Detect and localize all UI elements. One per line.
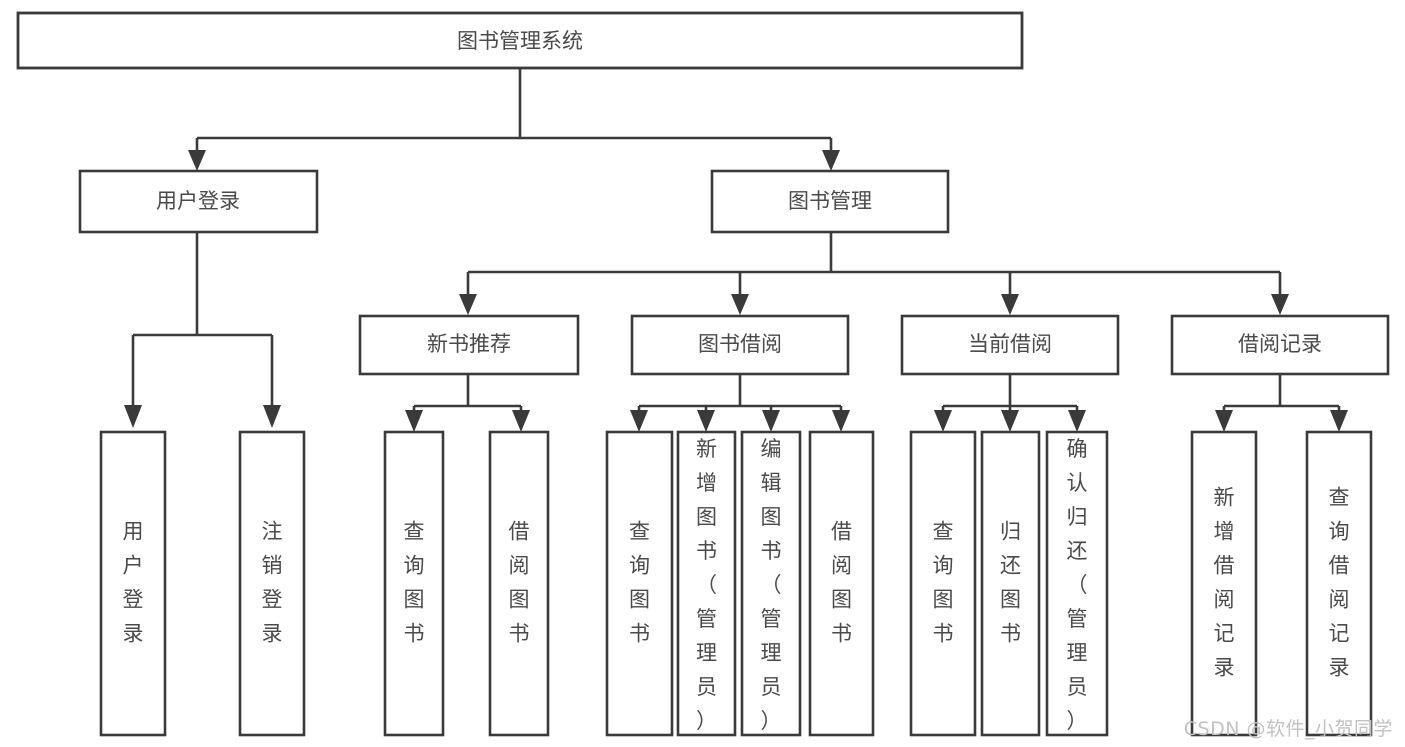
leaf-node-newbook-2[interactable]: 借阅图书 (488, 430, 550, 737)
leaf-node-box (99, 430, 167, 737)
arrow-head-br-leaf-1 (1215, 410, 1233, 432)
leaf-node-bookborrow-2[interactable]: 新增图书（管理员） (676, 430, 737, 737)
arrow-head-nb-leaf-2 (512, 410, 530, 432)
leaf-node-currentborrow-3[interactable]: 确认归还（管理员） (1045, 430, 1109, 737)
node-new-book-recommend-box (358, 314, 580, 376)
arrow-head-book-manage (822, 150, 840, 171)
leaf-node-userlogin-1[interactable]: 用户登录 (99, 430, 167, 737)
leaf-node-label: 借阅图书 (509, 520, 530, 646)
arrow-head-bb-leaf-2 (697, 410, 715, 432)
leaf-node-label: 归还图书 (1000, 520, 1021, 646)
leaf-node-box (676, 430, 737, 737)
node-user-login-box (78, 169, 319, 234)
arrow-head-borrow-record (1271, 294, 1289, 315)
leaf-node-label: 新增借阅记录 (1214, 486, 1235, 680)
leaf-node-bookborrow-3[interactable]: 编辑图书（管理员） (740, 430, 802, 737)
arrow-head-nb-leaf-1 (405, 410, 423, 432)
connector-layer (124, 68, 1348, 432)
leaf-node-label: 查询借阅记录 (1329, 486, 1350, 680)
leaf-node-label: 新增图书（管理员） (696, 437, 717, 733)
leaf-node-box (605, 430, 674, 737)
arrow-head-br-leaf-2 (1330, 410, 1348, 432)
leaf-node-box (1305, 430, 1373, 737)
arrow-head-cb-leaf-2 (1001, 410, 1019, 432)
node-borrow-record[interactable]: 借阅记录 (1170, 314, 1390, 376)
arrow-head-current-borrow (1001, 294, 1019, 315)
leaf-node-box (488, 430, 550, 737)
leaf-node-box (740, 430, 802, 737)
leaf-node-label: 查询图书 (933, 520, 954, 646)
arrow-head-book-borrow (731, 294, 749, 315)
leaf-node-box (383, 430, 445, 737)
arrow-head-cb-leaf-3 (1068, 410, 1086, 432)
leaf-node-borrowrecord-1[interactable]: 新增借阅记录 (1190, 430, 1258, 737)
node-borrow-record-box (1170, 314, 1390, 376)
arrow-head-bb-leaf-4 (832, 410, 850, 432)
node-book-borrow-box (630, 314, 850, 376)
leaf-node-currentborrow-2[interactable]: 归还图书 (980, 430, 1041, 737)
leaf-node-box (909, 430, 977, 737)
node-book-borrow[interactable]: 图书借阅 (630, 314, 850, 376)
leaf-node-box (1045, 430, 1109, 737)
node-book-manage[interactable]: 图书管理 (710, 169, 950, 234)
leaf-node-label: 借阅图书 (831, 520, 852, 646)
arrow-head-bb-leaf-3 (762, 410, 780, 432)
leaf-node-box (808, 430, 875, 737)
leaf-node-bookborrow-1[interactable]: 查询图书 (605, 430, 674, 737)
leaf-node-label: 编辑图书（管理员） (761, 437, 782, 733)
leaf-layer: 用户登录 注销登录 查询图书 借阅图书 查询图书 新增图书（管理员） 编辑图书（管理员） 借阅… (99, 430, 1373, 737)
leaf-node-box (1190, 430, 1258, 737)
node-borrow-record-label: 借阅记录 (1238, 332, 1322, 356)
leaf-node-box (238, 430, 306, 737)
leaf-node-bookborrow-4[interactable]: 借阅图书 (808, 430, 875, 737)
arrow-head-new-book (459, 294, 477, 315)
leaf-node-label: 确认归还（管理员） (1067, 437, 1088, 733)
leaf-node-label: 查询图书 (404, 520, 425, 646)
leaf-node-borrowrecord-2[interactable]: 查询借阅记录 (1305, 430, 1373, 737)
arrow-head-user-login (188, 150, 206, 171)
node-book-borrow-label: 图书借阅 (698, 332, 782, 356)
node-new-book-recommend[interactable]: 新书推荐 (358, 314, 580, 376)
node-new-book-recommend-label: 新书推荐 (427, 332, 511, 356)
leaf-node-currentborrow-1[interactable]: 查询图书 (909, 430, 977, 737)
leaf-node-box (980, 430, 1041, 737)
node-root-label: 图书管理系统 (457, 29, 583, 53)
node-book-manage-label: 图书管理 (788, 189, 872, 213)
leaf-node-newbook-1[interactable]: 查询图书 (383, 430, 445, 737)
arrow-head-bb-leaf-1 (630, 410, 648, 432)
leaf-node-label: 用户登录 (123, 520, 144, 646)
leaf-node-userlogin-2[interactable]: 注销登录 (238, 430, 306, 737)
leaf-node-label: 查询图书 (629, 520, 650, 646)
arrow-head-leaf-user-login (124, 405, 142, 428)
node-root-box (16, 11, 1024, 70)
node-user-login[interactable]: 用户登录 (78, 169, 319, 234)
node-root[interactable]: 图书管理系统 (16, 11, 1024, 70)
node-current-borrow[interactable]: 当前借阅 (900, 314, 1120, 376)
leaf-node-label: 注销登录 (262, 520, 283, 646)
node-current-borrow-label: 当前借阅 (968, 332, 1052, 356)
node-book-manage-box (710, 169, 950, 234)
arrow-head-leaf-logout (263, 405, 281, 428)
node-current-borrow-box (900, 314, 1120, 376)
node-user-login-label: 用户登录 (156, 189, 240, 213)
arrow-head-cb-leaf-1 (934, 410, 952, 432)
